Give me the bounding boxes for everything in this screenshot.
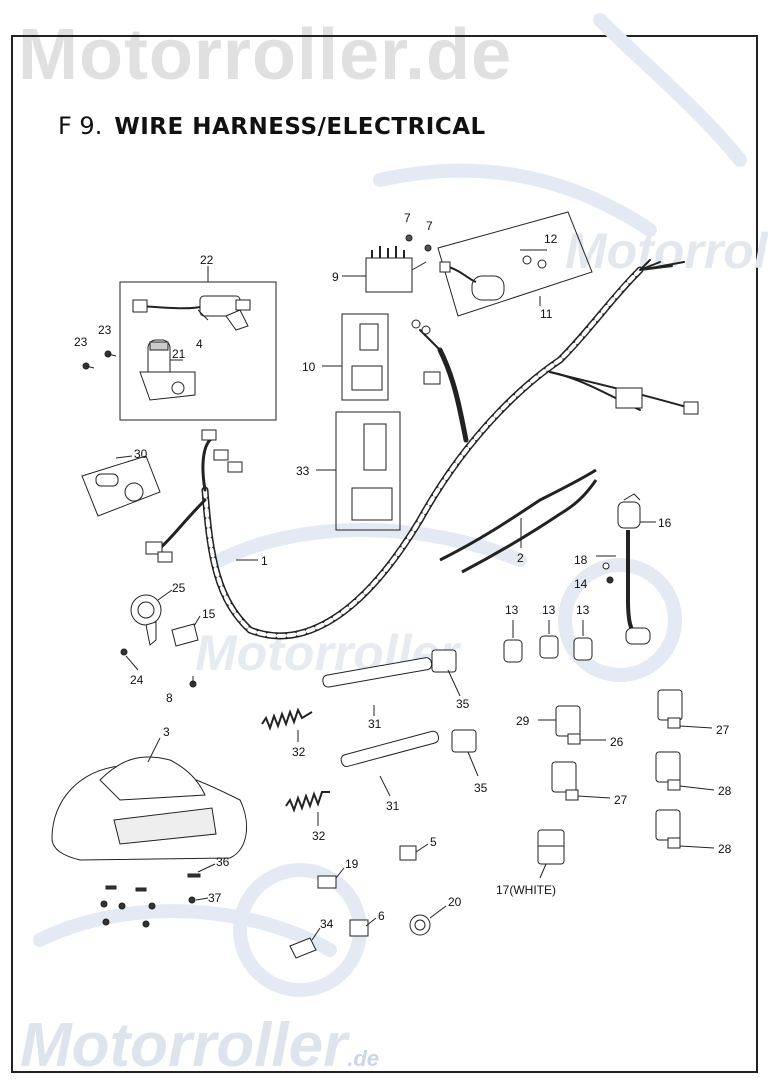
- label-31b: 31: [386, 799, 400, 813]
- main-wire-harness: [158, 259, 691, 640]
- switch-blocks: [551, 689, 683, 849]
- label-12: 12: [544, 232, 558, 246]
- label-22: 22: [200, 253, 214, 267]
- label-7b: 7: [426, 219, 433, 233]
- label-13b: 13: [542, 603, 556, 617]
- watermark-top: Motorroller.de: [18, 15, 513, 95]
- label-2: 2: [517, 551, 524, 565]
- label-21: 21: [172, 347, 186, 361]
- label-35b: 35: [474, 781, 488, 795]
- label-14: 14: [574, 577, 588, 591]
- label-30: 30: [134, 447, 148, 461]
- part-labels: 1 2 3 4 5 6 7 7 8 9 10 11 12 13 13 13 14…: [74, 211, 732, 931]
- figure-code: F 9.: [58, 112, 103, 140]
- label-3: 3: [163, 725, 170, 739]
- bulb-sockets-13: [503, 635, 593, 663]
- label-33: 33: [296, 464, 310, 478]
- leader-lines: [170, 296, 616, 826]
- label-9: 9: [332, 270, 339, 284]
- starter-relay-box: [437, 211, 593, 317]
- label-32a: 32: [292, 745, 306, 759]
- label-8: 8: [166, 691, 173, 705]
- screw-8: [189, 676, 197, 688]
- page-title: F 9. WIRE HARNESS/ELECTRICAL: [58, 110, 486, 141]
- screw-23: [82, 350, 117, 370]
- label-13c: 13: [576, 603, 590, 617]
- label-35a: 35: [456, 697, 470, 711]
- label-11: 11: [540, 307, 553, 321]
- ignition-coil: [617, 493, 651, 645]
- fuse-relay-box-10: [341, 313, 389, 401]
- label-28b: 28: [718, 842, 732, 856]
- label-7a: 7: [404, 211, 411, 225]
- screw-14: [602, 562, 614, 584]
- label-18: 18: [574, 553, 588, 567]
- label-4: 4: [196, 337, 203, 351]
- label-29: 29: [516, 714, 530, 728]
- watermark-suffix: .de: [347, 1046, 380, 1071]
- label-37: 37: [208, 891, 222, 905]
- label-5: 5: [430, 835, 437, 849]
- label-10: 10: [302, 360, 316, 374]
- label-17: 17(WHITE): [496, 883, 556, 897]
- label-28a: 28: [718, 784, 732, 798]
- rods-31: [322, 657, 440, 767]
- label-23b: 23: [98, 323, 112, 337]
- label-16: 16: [658, 516, 672, 530]
- screws-36-37: [100, 873, 201, 928]
- label-34: 34: [320, 917, 334, 931]
- svg-text:Motorroller: Motorroller: [565, 223, 768, 279]
- label-24: 24: [130, 673, 144, 687]
- harness-connectors: [145, 319, 699, 563]
- watermark-bottom-text: Motorroller: [20, 1011, 348, 1080]
- screw-24: [120, 648, 128, 656]
- blocks-35: [431, 649, 477, 753]
- starter-relay: [439, 255, 547, 301]
- label-27b: 27: [614, 793, 628, 807]
- label-23a: 23: [74, 335, 88, 349]
- label-13a: 13: [505, 603, 519, 617]
- diagram-frame: [11, 35, 758, 1073]
- figure-name: WIRE HARNESS/ELECTRICAL: [114, 114, 486, 140]
- relay-15: [171, 623, 199, 647]
- label-26: 26: [610, 735, 624, 749]
- ignition-switch: [139, 339, 196, 401]
- label-6: 6: [378, 909, 385, 923]
- bolt-7: [405, 234, 432, 252]
- label-31a: 31: [368, 717, 382, 731]
- label-25: 25: [172, 581, 186, 595]
- rectifier-regulator: [365, 246, 427, 293]
- svg-text:Motorroller: Motorroller: [195, 625, 461, 681]
- ignition-group-box: [119, 281, 277, 421]
- small-connectors: [289, 845, 431, 959]
- label-20: 20: [448, 895, 462, 909]
- ignition-key-harness: [132, 295, 251, 331]
- label-1: 1: [261, 554, 268, 568]
- cable-2: [439, 468, 598, 574]
- horn: [130, 594, 162, 646]
- springs-32: [261, 707, 330, 813]
- label-36: 36: [216, 855, 230, 869]
- relay-17: [537, 829, 565, 865]
- front-cover: [51, 756, 248, 861]
- fuse-relay-box-33: [335, 411, 401, 531]
- label-32b: 32: [312, 829, 326, 843]
- watermark-bottom: Motorroller.de: [20, 1010, 379, 1081]
- label-15: 15: [202, 607, 216, 621]
- label-19: 19: [345, 857, 359, 871]
- bulb-box-30: [81, 455, 161, 517]
- label-27a: 27: [716, 723, 730, 737]
